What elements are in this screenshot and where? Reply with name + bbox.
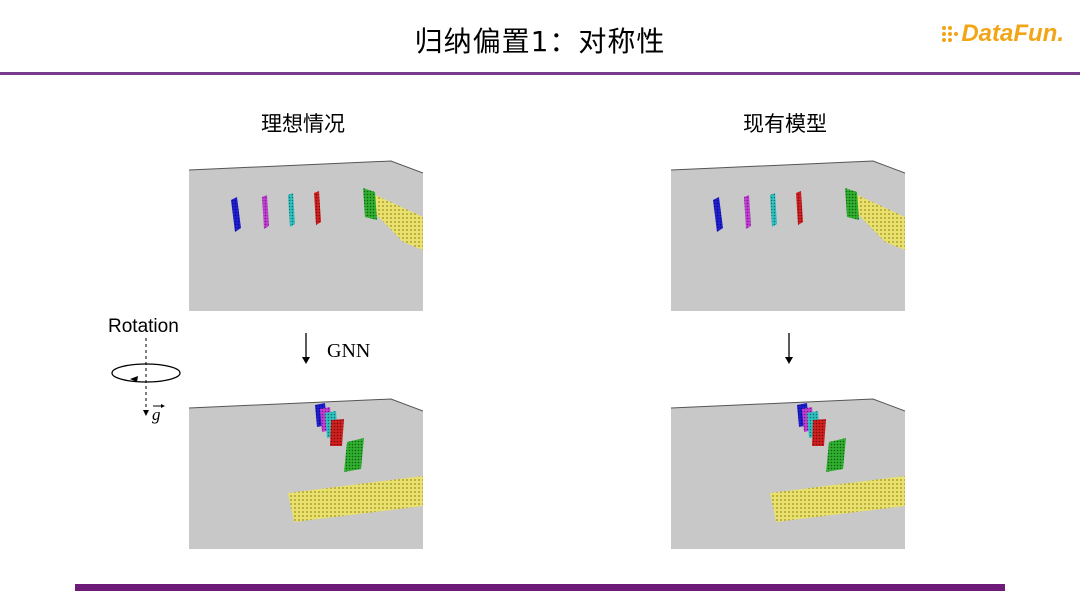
block-red [330, 419, 344, 446]
header-divider [0, 72, 1080, 75]
footer-divider [75, 584, 1005, 591]
logo-text: DataFun. [961, 20, 1064, 47]
block-red [796, 191, 803, 225]
block-cyan [288, 193, 295, 227]
gravity-symbol: g [152, 405, 161, 424]
cloth [288, 476, 423, 522]
datafun-logo: DataFun. [941, 20, 1064, 48]
block-blue [713, 197, 723, 232]
block-cyan [770, 193, 777, 227]
scene-ideal-after [189, 398, 423, 549]
cloth [367, 192, 423, 250]
block-magenta [262, 195, 269, 229]
block-magenta [744, 195, 751, 229]
heading-ideal: 理想情况 [261, 112, 345, 136]
rotation-label: Rotation [108, 316, 179, 337]
rotation-arrow-icon [130, 376, 138, 382]
heading-current-model: 现有模型 [743, 112, 827, 136]
block-green [826, 438, 846, 472]
scene-ideal-before [189, 160, 423, 311]
cloth [770, 476, 905, 522]
logo-dots-icon [942, 26, 959, 42]
slide-title: 归纳偏置1：对称性 [414, 25, 666, 58]
rotation-diagram: g [111, 338, 181, 424]
scene-model-before [671, 160, 905, 311]
block-blue [231, 197, 241, 232]
block-green [344, 438, 364, 472]
scene-model-after [671, 398, 905, 549]
block-green [845, 188, 859, 220]
down-arrow-icon [302, 333, 310, 364]
block-green [363, 188, 377, 220]
gnn-label: GNN [327, 340, 371, 362]
block-red [812, 419, 826, 446]
block-red [314, 191, 321, 225]
cloth [849, 192, 905, 250]
down-arrow-icon [785, 333, 793, 364]
